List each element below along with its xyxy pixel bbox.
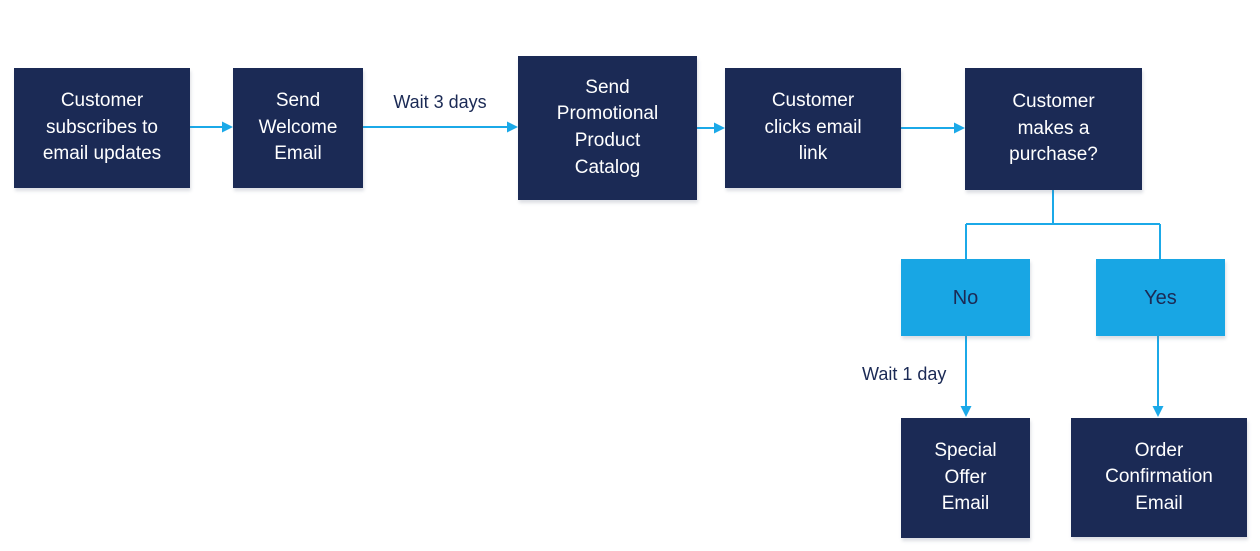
edge-subscribe-welcome: [190, 121, 233, 133]
node-send-promotional-catalog: Send Promotional Product Catalog: [518, 56, 697, 200]
node-customer-makes-purchase: Customer makes a purchase?: [965, 68, 1142, 190]
node-customer-subscribes: Customer subscribes to email updates: [14, 68, 190, 188]
edge-purchase-branch: [965, 190, 1161, 259]
node-customer-clicks-link: Customer clicks email link: [725, 68, 901, 188]
arrowhead-icon: [1152, 406, 1164, 417]
node-order-confirmation-email: Order Confirmation Email: [1071, 418, 1247, 537]
arrowhead-icon: [954, 122, 965, 134]
node-send-welcome-email: Send Welcome Email: [233, 68, 363, 188]
arrowhead-icon: [222, 121, 233, 133]
edge-label-wait-1-day: Wait 1 day: [862, 364, 947, 384]
edge-catalog-clicks: [697, 122, 725, 134]
node-branch-no: No: [901, 259, 1030, 336]
edge-clicks-purchase: [901, 122, 965, 134]
edge-no-offer: [960, 336, 972, 417]
arrowhead-icon: [714, 122, 725, 134]
node-special-offer-email: Special Offer Email: [901, 418, 1030, 538]
edge-yes-confirmation: [1152, 336, 1164, 417]
arrowhead-icon: [960, 406, 972, 417]
arrowhead-icon: [507, 121, 518, 133]
edge-welcome-catalog: [363, 121, 518, 133]
edge-label-wait-3-days: Wait 3 days: [393, 92, 487, 112]
node-branch-yes: Yes: [1096, 259, 1225, 336]
